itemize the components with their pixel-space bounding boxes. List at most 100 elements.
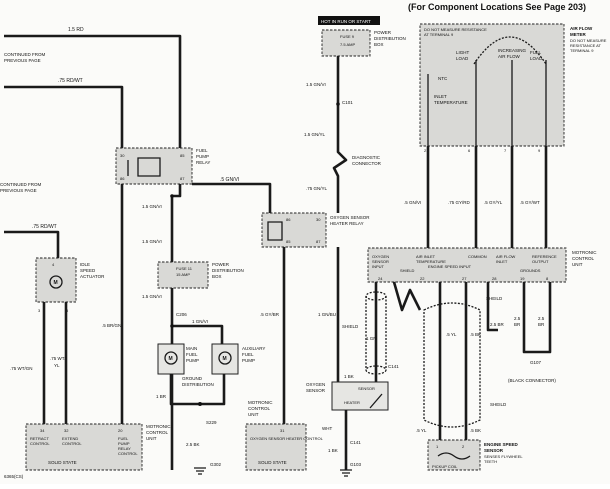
connector-label: C141 (350, 440, 361, 445)
power-distribution-box-1 (321, 29, 371, 57)
main-pump-label: PUMP (186, 358, 199, 363)
shield-label: SHEILD (490, 402, 507, 407)
o2-relay-label: OXYGEN SENSOR (330, 215, 370, 220)
full-load-label: FULL (530, 50, 542, 55)
wire-label: .5 GY/WT (520, 200, 540, 205)
wire-label: 1.5 GN/YL (304, 132, 326, 137)
main-pump-label: MAIN (186, 346, 197, 351)
ground-label: G107 (530, 360, 542, 365)
air-inlet-label: AIR INLET (416, 254, 436, 259)
motronic-control-unit-left (25, 423, 143, 471)
pin-label: 85 (286, 239, 291, 244)
pin-label: 85 (180, 153, 185, 158)
pdb-label: DISTRIBUTION (212, 268, 244, 273)
motor-icon: M (223, 356, 227, 362)
pin-label: 7 (504, 148, 507, 153)
extend-control-label: CONTROL (62, 441, 82, 446)
engine-speed-label: SENSOR (484, 448, 504, 453)
pin-label: 86 (120, 176, 125, 181)
afm-label: DO NOT MEASURE (570, 38, 607, 43)
pin-label: 31 (280, 428, 285, 433)
figure-id: 6365(CS) (4, 474, 24, 479)
wire-label: 2.5 BK (186, 442, 200, 447)
common-label: COMMON (468, 254, 487, 259)
pdb-label: POWER (212, 262, 230, 267)
reference-label: REFERENCE (532, 254, 557, 259)
retract-control-label: RETRACT (30, 436, 49, 441)
pin-label: 19 (520, 276, 525, 281)
motor-icon (218, 351, 232, 365)
idle-speed-label: ACTUATOR (80, 274, 105, 279)
motronic-label: CONTROL (146, 430, 168, 435)
wire-label: 1 BK (344, 374, 354, 379)
splice-dot (170, 194, 174, 198)
wire-label: .5 GY/YL (484, 200, 503, 205)
pdb-label: BOX (374, 42, 384, 47)
pin-label: 86 (286, 217, 291, 222)
aux-pump-label: AUXILIARY (242, 346, 265, 351)
shield-drain-wire (392, 281, 422, 312)
wire-label: 1 GN/BU (318, 312, 336, 317)
hot-in-run-label: HOT IN RUN OR START (321, 19, 371, 24)
fuel-pump-relay-control-label: FUEL (118, 436, 129, 441)
pin-label: 21 (424, 148, 429, 153)
motronic-control-unit-center (245, 423, 307, 471)
pin-label: 20 (118, 428, 123, 433)
o2-input-label: INPUT (372, 264, 385, 269)
light-load-label: LOAD (456, 56, 469, 61)
wire-label: 1.5 GN/VI (142, 239, 162, 244)
motor-icon (49, 275, 63, 289)
o2-relay-label: HEATER RELAY (330, 221, 364, 226)
splice-label: S229 (206, 420, 217, 425)
connector-label: C206 (176, 312, 187, 317)
o2-sensor-label: OXYGEN (306, 382, 325, 387)
sensor-icon (369, 393, 383, 409)
air-flow-label: INCREASING (498, 48, 527, 53)
wire-label: .5 YL (416, 428, 427, 433)
wire-label: .75 RD/WT (32, 224, 57, 230)
engine-speed-input-label: ENGINE SPEED INPUT (428, 264, 472, 269)
fuel-pump-relay-label: RELAY (196, 160, 210, 165)
connector-dot (336, 102, 340, 106)
wire-label: .75 WT/ (50, 356, 67, 361)
wire-label: 1.5 GN/VI (142, 204, 162, 209)
fuel-pump-relay (115, 147, 193, 185)
power-distribution-box-2 (157, 261, 209, 289)
wire-label: .75 WT/GN (10, 366, 33, 371)
wire-label: .5 BR/GN (102, 323, 121, 328)
extend-control-label: EXTEND (62, 436, 78, 441)
wire-1-br (169, 374, 226, 406)
relay-coil-icon (137, 157, 161, 177)
motor-icon: M (54, 280, 58, 286)
wire-5-gn-vi (192, 182, 272, 215)
wire-75-rd-wt-top (4, 85, 124, 152)
aux-pump-label: FUEL (242, 352, 254, 357)
air-flow-inlet-label: INLET (496, 259, 508, 264)
idle-speed-label: IDLE (80, 262, 90, 267)
wire-label: .5 GN/VI (220, 177, 239, 183)
motronic-label: CONTROL (572, 256, 594, 261)
relay-coil-icon (267, 221, 283, 241)
shield-label: SHIELD (400, 268, 415, 273)
inlet-label: TEMPERATURE (434, 100, 468, 105)
auxiliary-fuel-pump (211, 343, 239, 375)
air-inlet-label: TEMPERATURE (416, 259, 446, 264)
wire-label: .5 BK (470, 332, 481, 337)
air-flow-meter (419, 23, 565, 147)
motronic-label: MOTRONIC (572, 250, 597, 255)
diag-label: CONNECTOR (352, 161, 382, 166)
fuel-pump-relay-label: PUMP (196, 154, 209, 159)
pin-label: 30 (120, 153, 125, 158)
wire-label: 2.5 BR (490, 322, 505, 327)
fuel-pump-relay-control-label: PUMP (118, 441, 130, 446)
pin-label: 87 (180, 176, 185, 181)
wire-label: 1.5 GN/VI (142, 294, 162, 299)
wire-label: 1 GN (366, 336, 377, 341)
wire-label: 1 BR (156, 394, 167, 399)
wire-2-5-br (486, 282, 498, 332)
pin-label: 32 (64, 428, 69, 433)
inlet-label: INLET (434, 94, 447, 99)
wire-label: 1.5 RD (68, 27, 84, 33)
sensor-label: SENSOR (358, 386, 375, 391)
warning-label: DO NOT MEASURE RESISTANCE (424, 27, 487, 32)
